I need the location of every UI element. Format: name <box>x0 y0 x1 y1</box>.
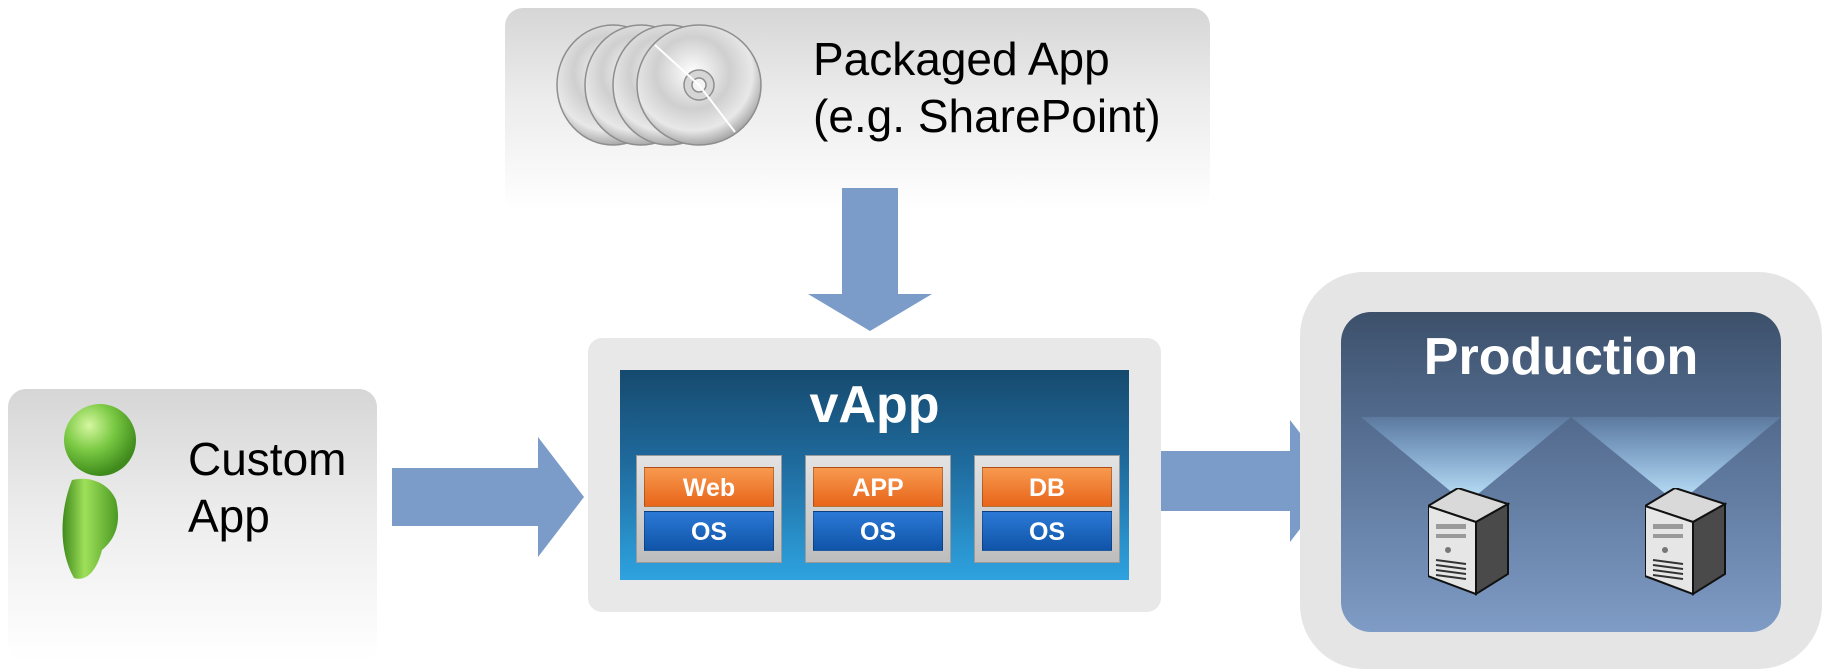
packaged-app-label: Packaged App (e.g. SharePoint) <box>813 33 1161 142</box>
tier-os-layer: OS <box>813 511 943 551</box>
server-tower-icon <box>1642 486 1728 601</box>
production-title: Production <box>1423 328 1699 386</box>
server-tower-icon <box>1425 486 1511 601</box>
vapp-tier-app: APP OS <box>805 455 951 563</box>
vapp-tier-db: DB OS <box>974 455 1120 563</box>
arrow-right-icon <box>392 437 584 557</box>
tier-app-layer: Web <box>644 467 774 507</box>
tier-app-layer: APP <box>813 467 943 507</box>
spotlight-beam <box>1571 417 1781 504</box>
person-icon <box>52 400 142 590</box>
vapp-tier-web: Web OS <box>636 455 782 563</box>
tier-os-layer: OS <box>982 511 1112 551</box>
spotlight-beam <box>1361 417 1571 504</box>
tier-os-layer: OS <box>644 511 774 551</box>
arrow-right-icon <box>1145 420 1337 542</box>
arrow-down-icon <box>808 188 932 333</box>
tier-app-layer: DB <box>982 467 1112 507</box>
cd-stack-icon <box>555 20 775 155</box>
vapp-title: vApp <box>809 376 940 434</box>
custom-app-label: Custom App <box>188 433 347 542</box>
